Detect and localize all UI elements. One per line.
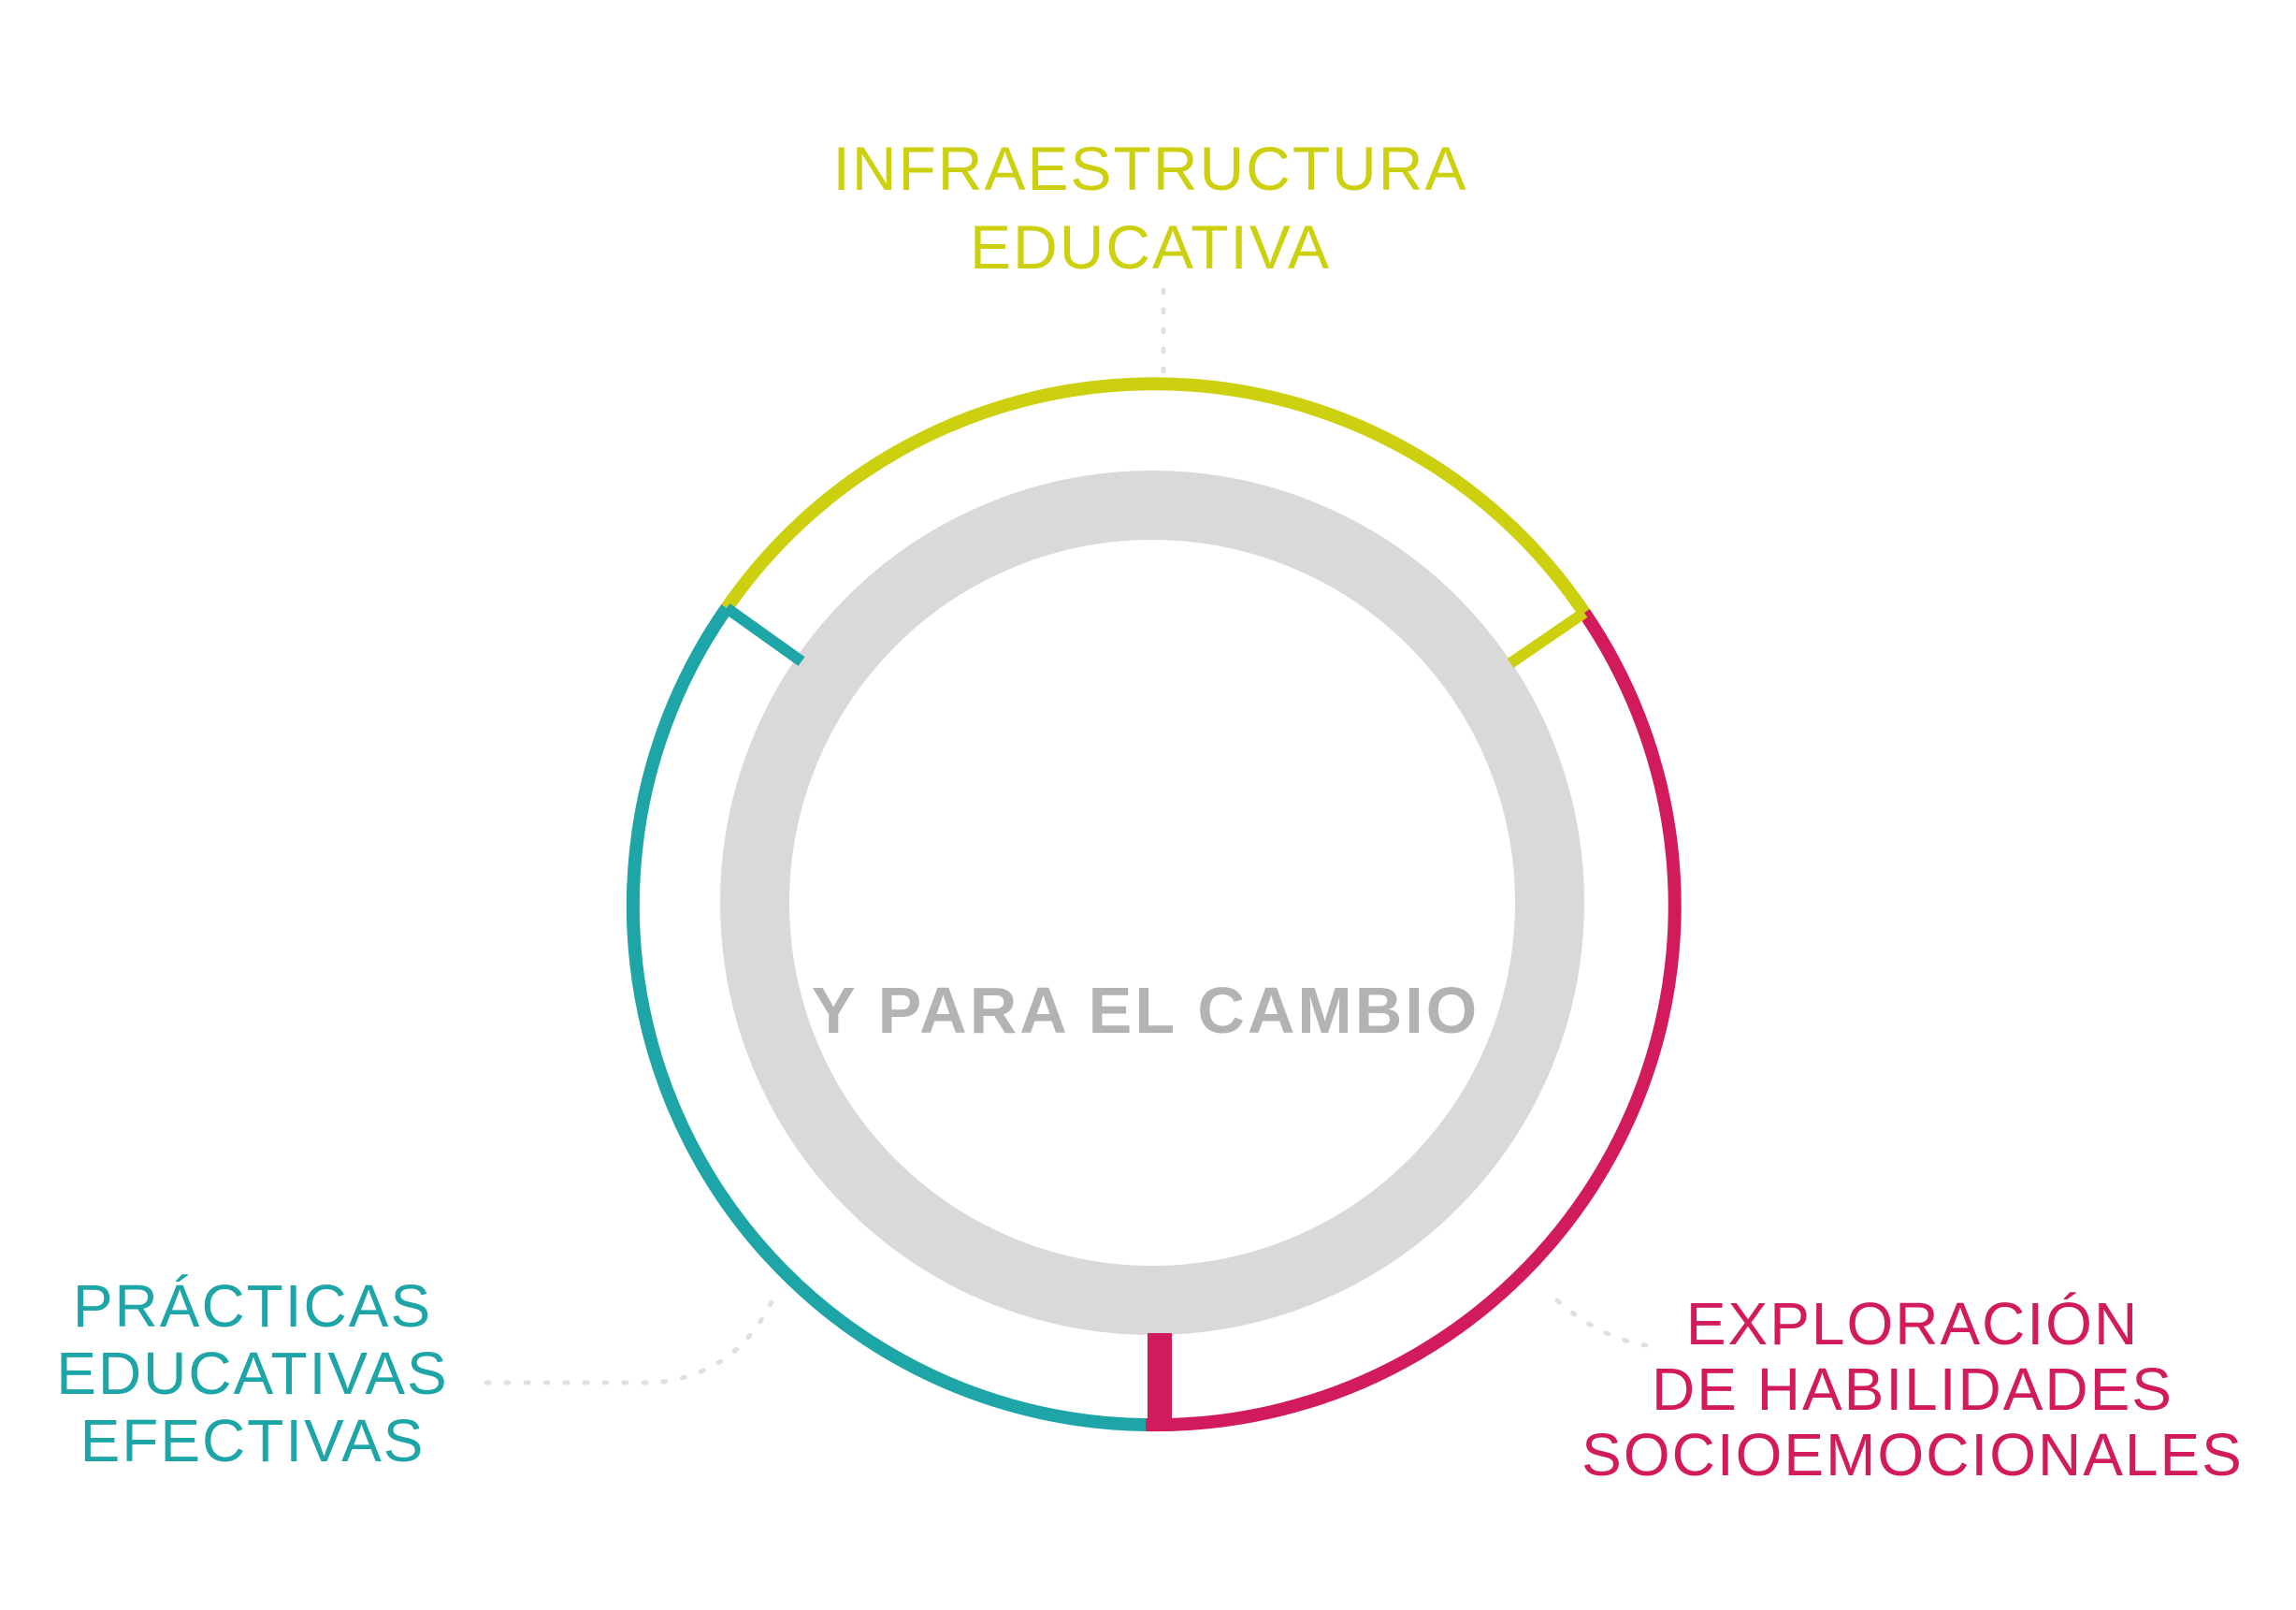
- tick-practicas: [723, 603, 805, 666]
- label-practicas: PRÁCTICAS EDUCATIVAS EFECTIVAS: [19, 1272, 486, 1474]
- label-infraestructura: INFRAESTRUCTURA EDUCATIVA: [729, 129, 1571, 286]
- label-line: SOCIOEMOCIONALES: [1581, 1421, 2244, 1488]
- label-exploracion: EXPLORACIÓN DE HABILIDADES SOCIOEMOCIONA…: [1552, 1291, 2273, 1487]
- label-line: DE HABILIDADES: [1652, 1356, 2173, 1423]
- label-line: INFRAESTRUCTURA: [832, 134, 1468, 203]
- label-line: PRÁCTICAS: [72, 1272, 433, 1340]
- label-line: EDUCATIVAS: [56, 1340, 449, 1407]
- label-line: EXPLORACIÓN: [1685, 1290, 2140, 1357]
- label-line: EFECTIVAS: [79, 1407, 426, 1474]
- center-text: Y PARA EL CAMBIO: [811, 974, 1480, 1047]
- label-line: EDUCATIVA: [970, 212, 1331, 282]
- arc-infraestructura: [721, 377, 1590, 616]
- arc-practicas: [626, 603, 1147, 1431]
- arc-exploracion: [1145, 609, 1682, 1432]
- tick-infraestructura: [1507, 608, 1588, 668]
- connector-left: [484, 1293, 777, 1385]
- ring-band: [720, 471, 1584, 1335]
